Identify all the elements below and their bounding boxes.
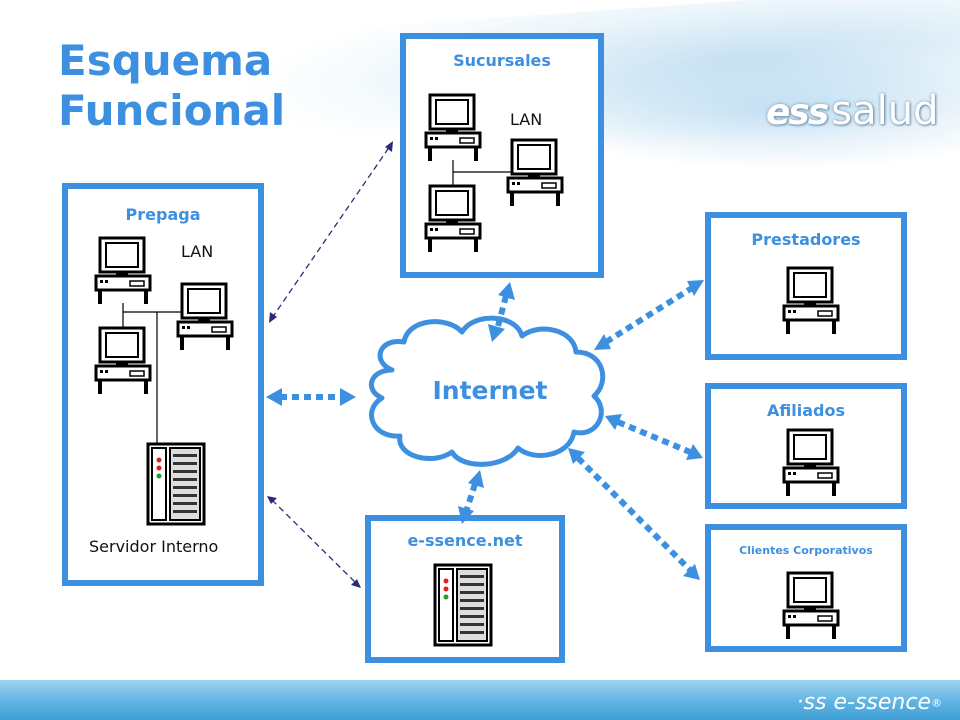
prepaga-lan-label: LAN — [181, 242, 214, 261]
prestadores-computer-icon — [782, 266, 840, 336]
footer-registered-mark: ® — [931, 696, 942, 710]
prepaga-label: Prepaga — [125, 205, 201, 224]
essence-server-icon — [433, 563, 493, 647]
brand-prefix: ess — [766, 92, 829, 133]
afiliados-label: Afiliados — [767, 401, 845, 420]
internet-label: Internet — [432, 376, 548, 405]
sucursales-label: Sucursales — [453, 51, 551, 70]
footer-logo-mark: ·ss — [796, 690, 827, 715]
prepaga-computer-1-icon — [94, 236, 152, 306]
prepaga-computer-2-icon — [176, 282, 234, 352]
footer-logo: ·ss e-ssence® — [797, 690, 942, 715]
prestadores-label: Prestadores — [751, 230, 861, 249]
sucursales-computer-1-icon — [424, 93, 482, 163]
essence-label: e-ssence.net — [407, 531, 523, 550]
prepaga-server-icon — [146, 442, 206, 526]
clientes-label: Clientes Corporativos — [739, 544, 873, 557]
sucursales-lan-label: LAN — [510, 110, 543, 129]
footer-bar — [0, 680, 960, 720]
clientes-computer-icon — [782, 571, 840, 641]
sucursales-computer-2-icon — [506, 138, 564, 208]
brand-name: salud — [831, 88, 939, 134]
internet-links — [266, 280, 704, 580]
page-title: Esquema Funcional — [58, 36, 285, 136]
prepaga-server-label: Servidor Interno — [89, 537, 219, 556]
internet-cloud-icon — [368, 315, 606, 467]
dashed-links — [267, 141, 393, 588]
title-line-2: Funcional — [58, 86, 286, 135]
prepaga-computer-3-icon — [94, 326, 152, 396]
footer-logo-text: e-ssence — [833, 690, 931, 715]
afiliados-computer-icon — [782, 428, 840, 498]
sucursales-computer-3-icon — [424, 184, 482, 254]
title-line-1: Esquema — [58, 36, 273, 85]
